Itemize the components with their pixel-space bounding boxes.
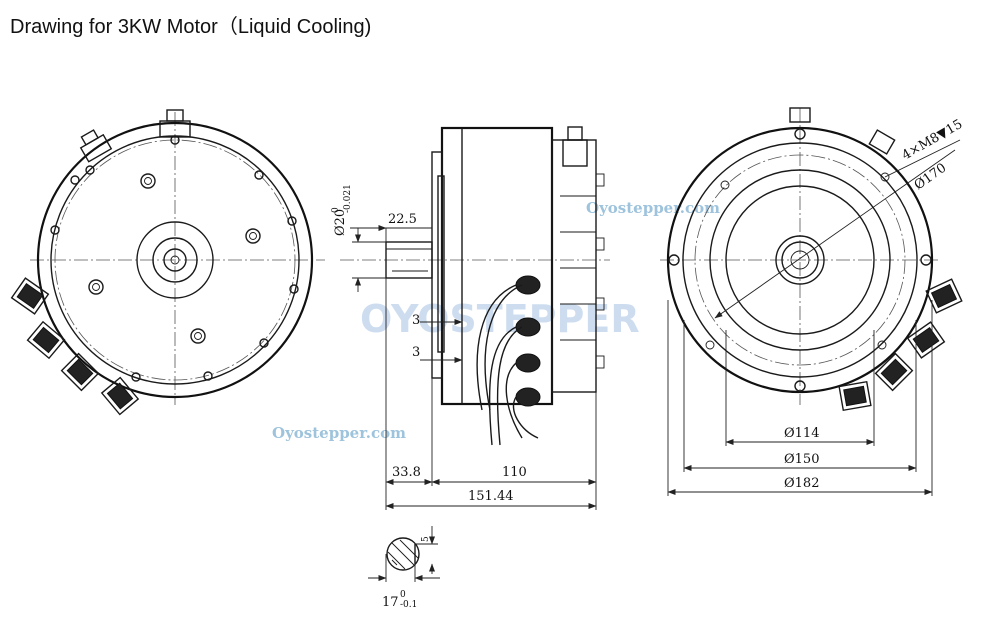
key-section: 5 17 0 -0.1 <box>368 526 440 610</box>
rear-view: Ø170 4×M8▼15 Ø114 Ø150 Ø182 <box>660 107 966 496</box>
cable-glands-left <box>10 277 140 416</box>
page-title: Drawing for 3KW Motor（Liquid Cooling) <box>10 16 372 38</box>
dim-flange-offset: 33.8 <box>392 465 421 480</box>
angled-fitting <box>79 129 113 163</box>
dim-114: Ø114 <box>784 426 819 441</box>
dim-key-tol-upper: 0 <box>400 590 406 600</box>
dim-key-depth: 17 <box>382 595 399 610</box>
watermark-small-2: Oyostepper.com <box>272 424 406 442</box>
dim-150: Ø150 <box>784 452 819 467</box>
side-view: Ø20 -0.021 0 22.5 3 3 33.8 110 151.44 <box>331 126 610 510</box>
rear-holes <box>668 128 932 392</box>
dim-bolt-pattern: 4×M8▼15 <box>900 117 966 164</box>
dim-pcd: Ø170 <box>912 161 950 194</box>
watermark-small-1: Oyostepper.com <box>586 199 720 217</box>
dim-shaft-dia: Ø20 <box>333 209 348 236</box>
dim-shaft-tol-upper: 0 <box>331 207 341 213</box>
dim-key-width: 5 <box>421 536 431 542</box>
front-view <box>10 109 325 416</box>
perimeter-holes <box>50 135 299 382</box>
dim-overall-length: 151.44 <box>468 489 514 504</box>
dim-shaft-length: 22.5 <box>388 212 417 227</box>
side-cables <box>476 275 541 446</box>
dim-shaft-tol-lower: -0.021 <box>343 184 353 213</box>
inner-holes <box>88 173 261 344</box>
dim-body-length: 110 <box>502 465 527 480</box>
dim-182: Ø182 <box>784 476 819 491</box>
dim-key-tol-lower: -0.1 <box>400 600 417 610</box>
dim-key-a: 3 <box>412 313 420 328</box>
top-fitting <box>159 109 191 138</box>
dim-key-b: 3 <box>412 345 420 360</box>
